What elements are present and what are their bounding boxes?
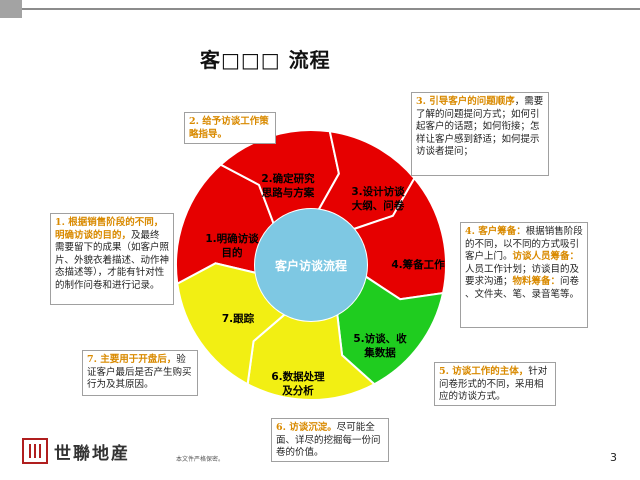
callout-4-text: 根据销售阶段的不同，以不同的方式吸引客户上门。	[465, 226, 583, 262]
callout-4-highlight-3: 物料筹备：	[512, 276, 561, 287]
callout-step-5: 5. 访谈工作的主体，针对问卷形式的不同，采用相应的访谈方式。	[434, 362, 556, 406]
callout-1-highlight: 1. 根据销售阶段的不同，明确访谈的目的，	[55, 217, 164, 241]
step-label-4: 4.筹备工作	[391, 258, 445, 271]
callout-3-highlight: 3. 引导客户的问题顺序	[416, 96, 515, 107]
callout-5-text: 针对问卷形式的不同，采用相应的访谈方式。	[439, 366, 548, 402]
callout-4-highlight-2: 访谈人员筹备：	[512, 251, 580, 262]
top-rule	[22, 8, 640, 10]
step-label-5: 5.访谈、收集数据	[353, 332, 407, 359]
callout-step-3: 3. 引导客户的问题顺序，需要了解的问题提问方式；如何引起客户的话题；如何衔接；…	[411, 92, 549, 176]
callout-1-text: 及最终需要留下的成果（如客户照片、外貌衣着描述、动作神态描述等），才能有针对性的…	[55, 229, 170, 291]
page-number: 3	[610, 451, 617, 464]
left-accent-bar	[0, 0, 22, 18]
step-label-2: 2.确定研究思路与方案	[261, 172, 315, 199]
callout-2-highlight: 2. 给予访谈工作策略指导。	[189, 116, 269, 140]
callout-4-text-2: 人员工作计划；访谈目的及要求沟通；	[465, 263, 580, 288]
callout-5-highlight: 5. 访谈工作的主体，	[439, 366, 529, 377]
callout-step-2: 2. 给予访谈工作策略指导。	[184, 112, 276, 144]
company-logo: 世聯地産	[22, 438, 130, 464]
callout-step-4: 4. 客户筹备：根据销售阶段的不同，以不同的方式吸引客户上门。访谈人员筹备：人员…	[460, 222, 588, 328]
logo-mark-icon	[22, 438, 48, 464]
center-circle	[255, 209, 367, 321]
callout-4-highlight: 4. 客户筹备：	[465, 226, 526, 237]
logo-text: 世聯地産	[54, 443, 130, 464]
callout-step-6: 6. 访谈沉淀。尽可能全面、详尽的挖掘每一份问卷的价值。	[271, 418, 389, 462]
page-title: 客□□□ 流程	[200, 48, 331, 72]
callout-7-highlight: 7. 主要用于开盘后，	[87, 354, 177, 365]
step-label-3: 3.设计访谈大纲、问卷	[351, 185, 405, 212]
confidentiality-footnote: 本文件严格保密。	[176, 456, 225, 463]
step-label-6: 6.数据处理及分析	[271, 370, 325, 397]
callout-4-text-3: 问卷 、文件夹、笔、录音笔等。	[465, 276, 580, 300]
callout-6-text: 尽可能全面、详尽的挖掘每一份问卷的价值。	[276, 422, 381, 458]
step-label-1: 1.明确访谈目的	[205, 232, 259, 259]
callout-step-7: 7. 主要用于开盘后，验证客户最后是否产生购买行为及其原因。	[82, 350, 198, 396]
callout-3-text: ，需要了解的问题提问方式；如何引起客户的话题；如何衔接；怎样让客户感到舒适；如何…	[416, 96, 544, 157]
callout-7-text: 验证客户最后是否产生购买行为及其原因。	[87, 354, 192, 390]
callout-step-1: 1. 根据销售阶段的不同，明确访谈的目的，及最终需要留下的成果（如客户照片、外貌…	[50, 213, 174, 305]
step-label-7: 7.跟踪	[222, 312, 255, 325]
callout-6-highlight: 6. 访谈沉淀。	[276, 422, 337, 433]
center-label: 客户访谈流程	[274, 258, 347, 273]
